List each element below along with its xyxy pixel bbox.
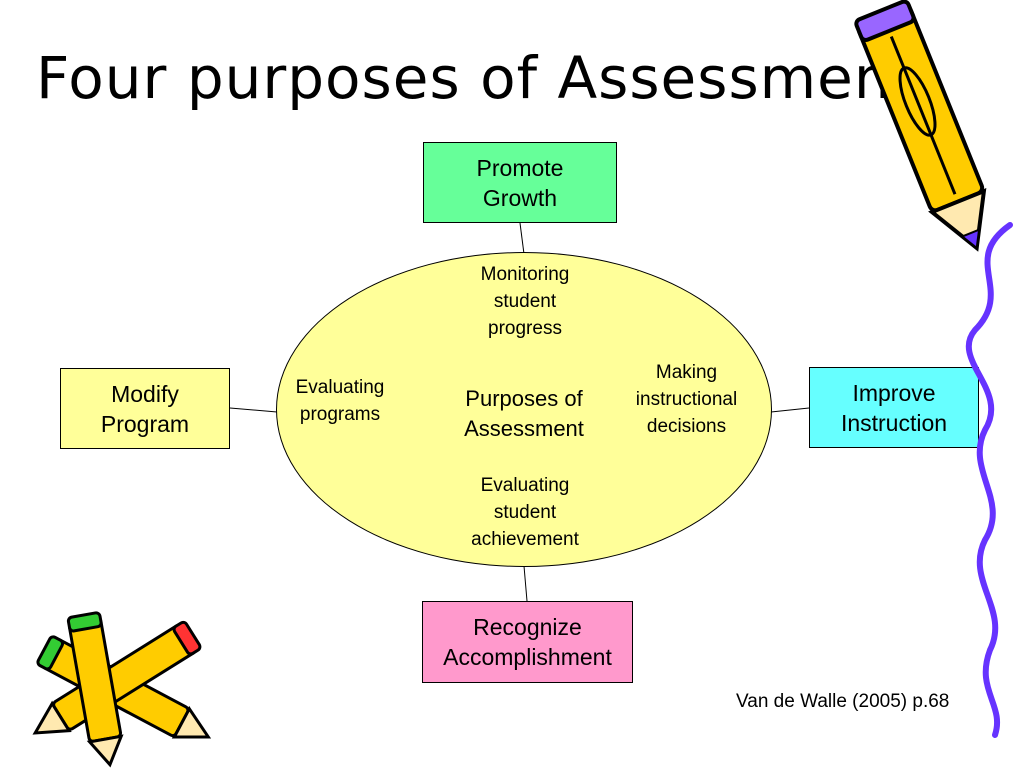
citation: Van de Walle (2005) p.68 xyxy=(736,691,950,712)
activity-evaluating-programs: Evaluating programs xyxy=(295,377,385,425)
purpose-box-promote-growth: Promote Growth xyxy=(423,142,617,223)
purpose-box-improve-instruction: Improve Instruction xyxy=(809,367,979,448)
purpose-box-recognize-accomplishment: Recognize Accomplishment xyxy=(422,601,633,683)
purposes-ellipse xyxy=(276,252,772,567)
ellipse-center-label: Purposes of Assessment xyxy=(464,386,584,441)
activity-instructional-decisions: Making instructional decisions xyxy=(635,362,738,437)
activity-monitoring-progress: Monitoring student progress xyxy=(480,264,570,339)
purpose-box-modify-program: Modify Program xyxy=(60,368,230,449)
activity-evaluating-achievement: Evaluating student achievement xyxy=(471,475,579,550)
slide-title: Four purposes of Assessment xyxy=(36,44,916,112)
